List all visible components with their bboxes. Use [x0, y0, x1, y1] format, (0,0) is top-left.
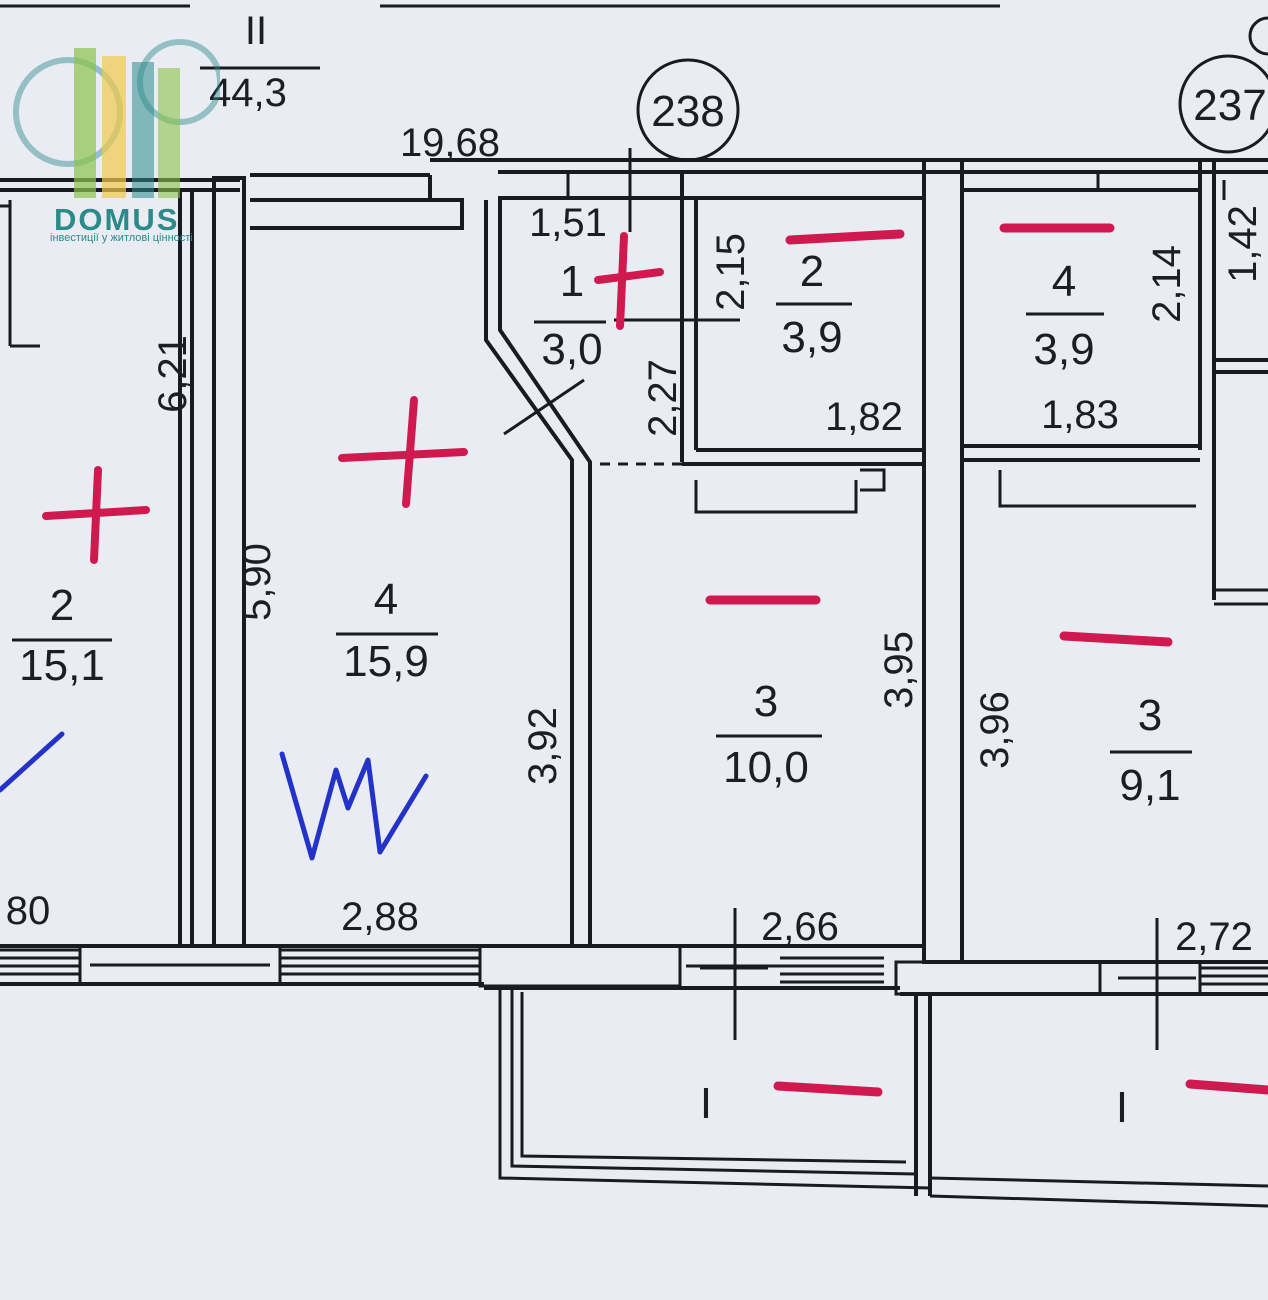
marker-238: 238	[636, 58, 740, 162]
room-area: 10,0	[723, 743, 809, 792]
logo-wordmark: DOMUS	[54, 202, 180, 237]
room-number: 4	[1052, 257, 1076, 306]
marker-238-label: 238	[651, 87, 724, 136]
room-right-3: 3 9,1	[1110, 691, 1192, 810]
room-1: 1 3,0	[534, 257, 606, 374]
dimension-ticks	[628, 148, 1196, 1050]
apartment-area-label: 44,3	[209, 71, 287, 115]
room-area: 3,0	[541, 325, 602, 374]
room-number: 3	[754, 677, 778, 726]
blue-slash-mark	[0, 731, 65, 793]
room-area: 3,9	[1033, 325, 1094, 374]
top-edge-lines	[0, 4, 1000, 70]
interior-walls	[0, 172, 1268, 944]
dim-1-83: 1,83	[1041, 393, 1119, 437]
dimension-labels: 6,21 5,90 1,51 2,15 2,27 1,82 1,83 2,14 …	[6, 201, 1265, 959]
balconies	[498, 988, 1268, 1208]
window-room4	[280, 948, 480, 976]
plus-mark-room-4	[338, 396, 468, 508]
dim-1-82: 1,82	[825, 395, 903, 439]
room-number: 2	[800, 247, 824, 296]
minus-mark-right-balcony	[1185, 1079, 1268, 1095]
minus-mark-room-2	[785, 229, 905, 245]
room-area: 15,9	[343, 637, 429, 686]
roman-numeral-label: II	[245, 9, 267, 53]
exterior-wall-bottom	[0, 944, 1268, 996]
room-number: 1	[560, 257, 584, 306]
dim-6-21: 6,21	[151, 335, 195, 413]
width-dimension: 19,68	[400, 121, 500, 165]
logo-graphic	[13, 39, 223, 198]
room-area: 15,1	[19, 641, 105, 690]
window-right	[1098, 960, 1268, 996]
dim-2-27: 2,27	[641, 359, 685, 437]
dim-2-72: 2,72	[1175, 915, 1253, 959]
balcony-label: I	[700, 1079, 712, 1128]
plus-mark-room-1	[594, 232, 664, 330]
dim-2-15: 2,15	[709, 233, 753, 311]
room-number: 4	[374, 575, 398, 624]
logo-tagline: інвестиції у житлові цінності	[50, 232, 193, 244]
minus-mark-right-3	[1059, 631, 1173, 647]
dim-3-95: 3,95	[877, 631, 921, 709]
room-left-2: 2 15,1	[12, 581, 112, 690]
marker-237: 237	[1178, 16, 1268, 154]
room-area: 3,9	[781, 313, 842, 362]
red-plus-marks	[42, 232, 664, 564]
room-2: 2 3,9	[776, 247, 852, 362]
domus-logo: DOMUS інвестиції у житлові цінності	[10, 22, 223, 244]
room-4: 4 15,9	[336, 575, 438, 686]
room-number: 2	[50, 581, 74, 630]
dim-3-92: 3,92	[521, 707, 565, 785]
dim-80: 80	[6, 889, 51, 933]
dim-2-14: 2,14	[1145, 245, 1189, 323]
marker-237-label: 237	[1193, 81, 1266, 130]
doorway-marks	[503, 170, 1226, 466]
dim-1-42: 1,42	[1221, 205, 1265, 283]
window-left	[0, 948, 80, 976]
plus-mark-left-room	[42, 466, 150, 564]
window-room3	[686, 956, 884, 984]
room-area: 9,1	[1119, 761, 1180, 810]
room-right-4: 4 3,9	[1026, 257, 1104, 374]
red-minus-marks	[705, 223, 1268, 1097]
right-balcony-label: I	[1116, 1083, 1128, 1132]
dim-5-90: 5,90	[235, 543, 279, 621]
dim-2-88: 2,88	[341, 895, 419, 939]
room-3: 3 10,0	[716, 677, 822, 792]
dim-2-66: 2,66	[761, 905, 839, 949]
blue-w-mark	[279, 751, 429, 861]
minus-mark-balcony	[773, 1081, 883, 1097]
dim-1-51: 1,51	[529, 201, 607, 245]
dim-3-96: 3,96	[973, 691, 1017, 769]
windows	[0, 948, 1268, 996]
blue-pen-marks	[0, 731, 429, 861]
room-number: 3	[1138, 691, 1162, 740]
